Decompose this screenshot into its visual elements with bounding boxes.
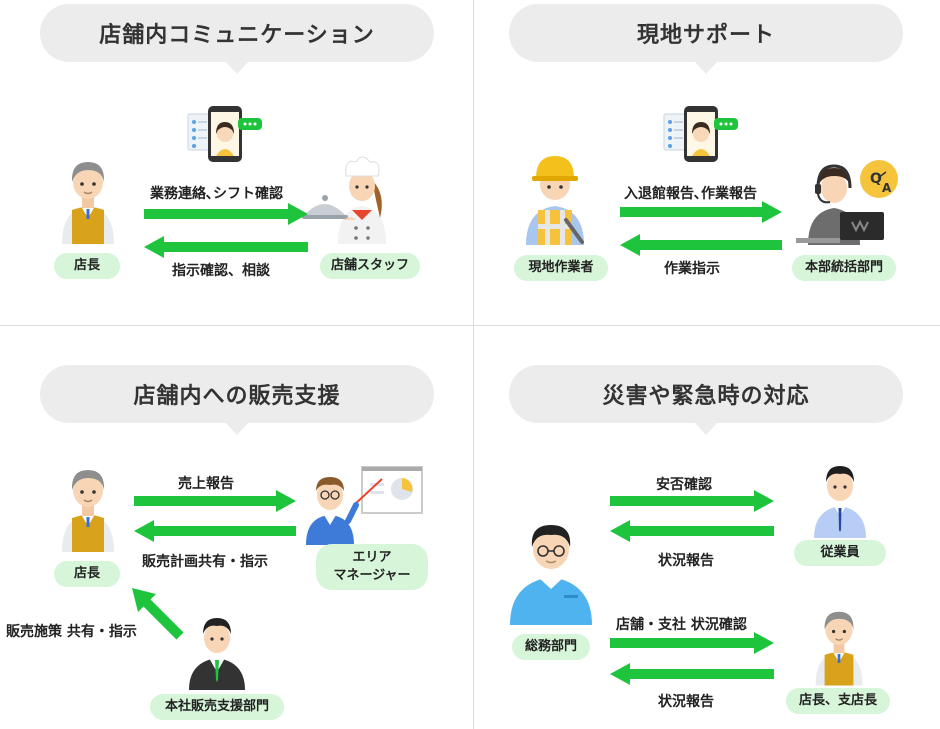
arrow-label: 作業指示 xyxy=(664,261,720,277)
vertical-divider xyxy=(473,0,474,729)
role-pill: 本社販売支援部門 xyxy=(150,694,284,720)
smartphone-video-call-icon xyxy=(186,104,266,164)
role-pill: 総務部門 xyxy=(512,634,590,660)
general-affairs-avatar-icon xyxy=(506,515,596,625)
arrow-left xyxy=(610,663,774,685)
arrow-label: 入退館報告､作業報告 xyxy=(624,186,757,202)
arrow-left xyxy=(144,236,308,258)
section-title-emergency: 災害や緊急時の対応 xyxy=(509,365,903,435)
arrow-label: 安否確認 xyxy=(656,477,712,493)
role-pill: 現地作業者 xyxy=(514,255,608,281)
section-title-sales-support: 店舗内への販売支援 xyxy=(40,365,434,435)
businessman-avatar-icon xyxy=(187,610,247,690)
role-pill-line: マネージャー xyxy=(333,568,411,583)
staff-avatar-icon xyxy=(810,458,870,538)
arrow-label: 指示確認、相談 xyxy=(172,263,270,279)
section-title-onsite-support: 現地サポート xyxy=(509,4,903,74)
arrow-left xyxy=(620,234,782,256)
role-pill: 店長、支店長 xyxy=(786,688,890,714)
chef-avatar-icon xyxy=(300,154,400,244)
role-pill: 店舗スタッフ xyxy=(320,253,420,279)
arrow-label: 業務連絡､シフト確認 xyxy=(150,186,283,202)
role-pill: 従業員 xyxy=(794,540,886,566)
arrow-right xyxy=(610,490,774,512)
role-pill-line: エリア xyxy=(352,550,392,566)
arrow-label: 店舗・支社 状況確認 xyxy=(616,617,747,633)
arrow-right xyxy=(134,490,296,512)
arrow-diagonal-up-left xyxy=(132,588,184,640)
smartphone-video-call-icon xyxy=(662,104,742,164)
arrow-label: 状況報告 xyxy=(658,553,714,569)
operator-avatar-icon xyxy=(790,150,900,245)
presenter-avatar-icon xyxy=(304,465,424,545)
arrow-right xyxy=(620,201,782,223)
arrow-left xyxy=(610,520,774,542)
section-title-communication: 店舗内コミュニケーション xyxy=(40,4,434,74)
arrow-label: 状況報告 xyxy=(658,694,714,710)
worker-avatar-icon xyxy=(520,150,590,245)
arrow-label: 販売施策 共有・指示 xyxy=(6,624,137,640)
arrow-right xyxy=(610,632,774,654)
role-pill: 本部統括部門 xyxy=(792,255,896,281)
arrow-label: 販売計画共有・指示 xyxy=(142,554,268,570)
role-pill-area-manager: エリア マネージャー xyxy=(316,544,428,590)
horizontal-divider xyxy=(0,325,940,326)
role-pill: 店長 xyxy=(54,561,120,587)
arrow-right xyxy=(144,203,308,225)
manager-avatar-icon xyxy=(58,462,118,552)
arrow-label: 売上報告 xyxy=(178,476,234,492)
arrow-left xyxy=(134,520,296,542)
role-pill: 店長 xyxy=(54,253,120,279)
manager-avatar-icon xyxy=(812,604,866,686)
manager-avatar-icon xyxy=(58,154,118,244)
